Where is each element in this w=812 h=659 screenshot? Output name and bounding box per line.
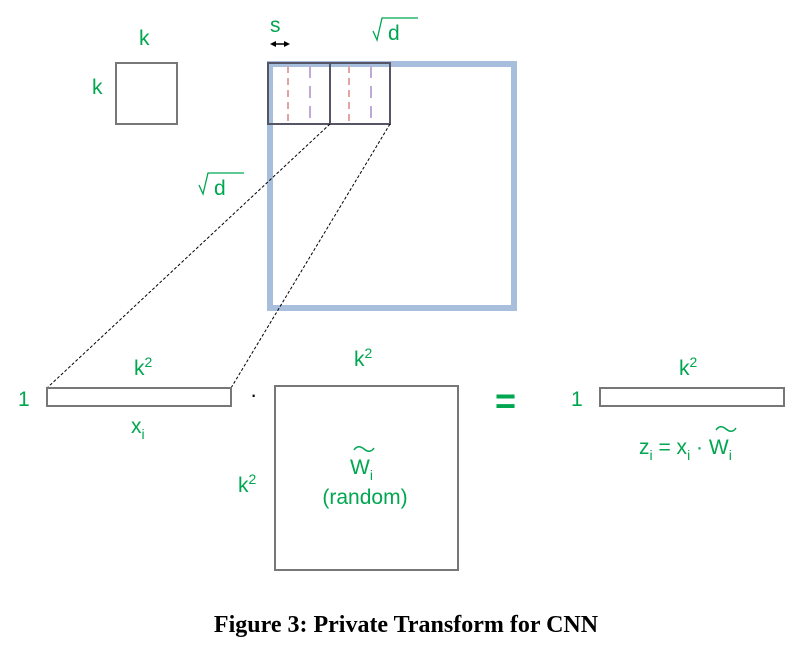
svg-text:d: d xyxy=(388,22,400,45)
patch-window-1 xyxy=(267,62,331,125)
w-matrix-name-label: Wi xyxy=(350,446,375,483)
stride-label: s xyxy=(270,14,281,37)
kernel-height-label: k xyxy=(92,76,103,99)
x-vector-name-label: xi xyxy=(131,415,145,442)
patch-dashes xyxy=(287,66,372,122)
figure-caption: Figure 3: Private Transform for CNN xyxy=(213,612,599,638)
svg-text:zi = xi · Wi: zi = xi · Wi xyxy=(639,436,732,463)
svg-text:d: d xyxy=(214,177,226,200)
w-matrix-width-label: k2 xyxy=(354,345,373,371)
kernel-width-label: k xyxy=(139,27,150,50)
z-row-vector xyxy=(599,387,785,407)
equals-sign: = xyxy=(495,380,516,421)
z-vector-width-label: k2 xyxy=(679,354,698,380)
stride-arrow xyxy=(270,41,290,47)
svg-text:Wi: Wi xyxy=(350,456,373,483)
kernel-square xyxy=(115,62,178,125)
projection-line-right xyxy=(230,123,391,389)
w-matrix-height-label: k2 xyxy=(238,471,257,497)
x-row-vector xyxy=(46,387,232,407)
w-matrix-random-label: (random) xyxy=(322,486,407,509)
x-vector-width-label: k2 xyxy=(134,354,153,380)
patch-window-2 xyxy=(329,62,391,125)
z-formula-label: zi = xi · Wi xyxy=(639,426,737,463)
w-matrix-square xyxy=(274,385,459,571)
sqrt-d-left-label: d xyxy=(198,172,244,200)
dot-operator: · xyxy=(250,382,257,407)
z-vector-height-label: 1 xyxy=(571,388,583,411)
projection-line-left xyxy=(46,123,331,389)
sqrt-d-top-label: d xyxy=(372,17,418,45)
input-square xyxy=(267,61,517,311)
x-vector-height-label: 1 xyxy=(18,388,30,411)
